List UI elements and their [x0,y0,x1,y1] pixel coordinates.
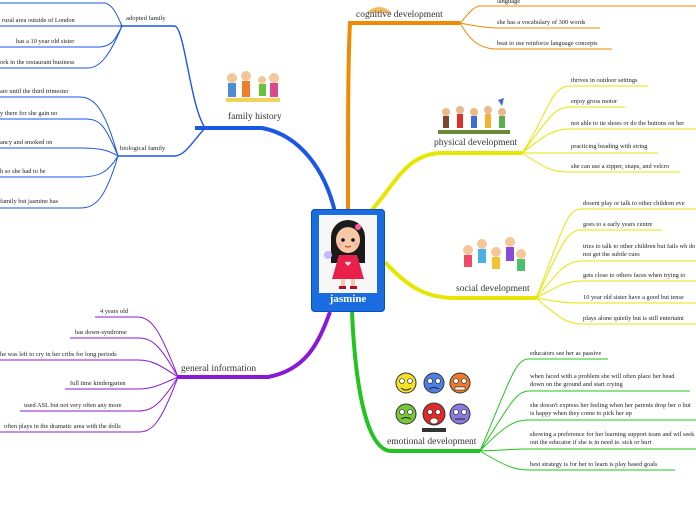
girl-illustration [319,215,377,293]
emotion-faces-illustration [394,370,474,441]
central-topic-label: jasmine [329,293,367,305]
family-history-topic[interactable]: family history [228,112,282,122]
cognitive-development-topic[interactable]: cognitive development [356,10,443,20]
list-item[interactable]: gets close to others faces when trying t… [583,272,686,279]
list-item[interactable]: rural area outside of London [2,17,75,24]
list-item[interactable]: plays alone quietly but is still enterta… [583,315,684,322]
branch-general [178,311,332,379]
list-item[interactable]: ork in the restaurant business [0,59,75,66]
list-item[interactable]: tries to talk to other children but fail… [583,243,696,258]
biological-family-subtopic[interactable]: biological family [120,145,166,152]
list-item[interactable]: language [497,0,521,5]
list-item[interactable]: full time kindergarten [70,380,126,387]
branch-social [383,260,536,300]
list-item[interactable]: beat to use reinforce language concepts [497,40,598,47]
list-item[interactable]: enjoy gross motor [571,98,618,105]
list-item[interactable]: often plays in the dramatic area with th… [4,423,121,430]
social-illustration [458,232,530,283]
list-item[interactable]: she can use a zipper, snaps, and velcro [571,163,670,170]
list-item[interactable]: are until the third trimester [0,88,69,95]
list-item[interactable]: used ASL but not very often any more [24,402,122,409]
list-item[interactable]: she has a vocabulary of 300 words [497,19,586,26]
list-item[interactable]: 4 years old [100,308,129,315]
list-item[interactable]: she doesn't express her feeling when her… [530,402,691,417]
general-information-topic[interactable]: general information [181,364,257,374]
list-item[interactable]: when faced with a problem she will often… [530,373,675,388]
list-item[interactable]: goes to a early years centre [583,221,653,228]
list-item[interactable]: showing a preference for her learning su… [530,431,695,446]
list-item[interactable]: not able to tie shoes or do the buttons … [571,120,685,127]
list-item[interactable]: family but jasmine has [0,198,59,205]
list-item[interactable]: practicing beading with string [571,143,648,150]
branch-emotional [350,311,480,453]
list-item[interactable]: he was left to cry in her cribs for long… [0,351,117,358]
list-item[interactable]: dosent play or talk to other children ev… [583,200,685,207]
emotional-development-topic[interactable]: emotional development [387,437,477,447]
list-item[interactable]: educators see her as passive [530,350,602,357]
list-item[interactable]: has a 10 year old sister [16,38,75,45]
list-item[interactable]: thrives in outdoor settings [571,77,638,84]
physical-development-topic[interactable]: physical development [434,138,518,148]
branch-family-history [195,126,337,213]
list-item[interactable]: ancy and smoked on [0,139,53,146]
cognitive-illustration [364,0,394,18]
social-development-topic[interactable]: social development [456,284,530,294]
branch-physical [368,151,522,214]
family-illustration [222,68,284,113]
central-topic[interactable]: jasmine [311,209,385,312]
list-item[interactable]: best strategy is for her to learn is pla… [530,461,658,468]
list-item[interactable]: y there for she gain no [0,110,58,117]
list-item[interactable]: 10 year old sister have a good but tense [583,294,684,301]
list-item[interactable]: has down-syndrome [75,329,127,336]
list-item[interactable]: h so she had to be [0,168,46,175]
branch-cognitive [346,21,460,211]
adopted-family-subtopic[interactable]: adopted family [126,15,166,22]
physical-illustration [438,98,510,143]
